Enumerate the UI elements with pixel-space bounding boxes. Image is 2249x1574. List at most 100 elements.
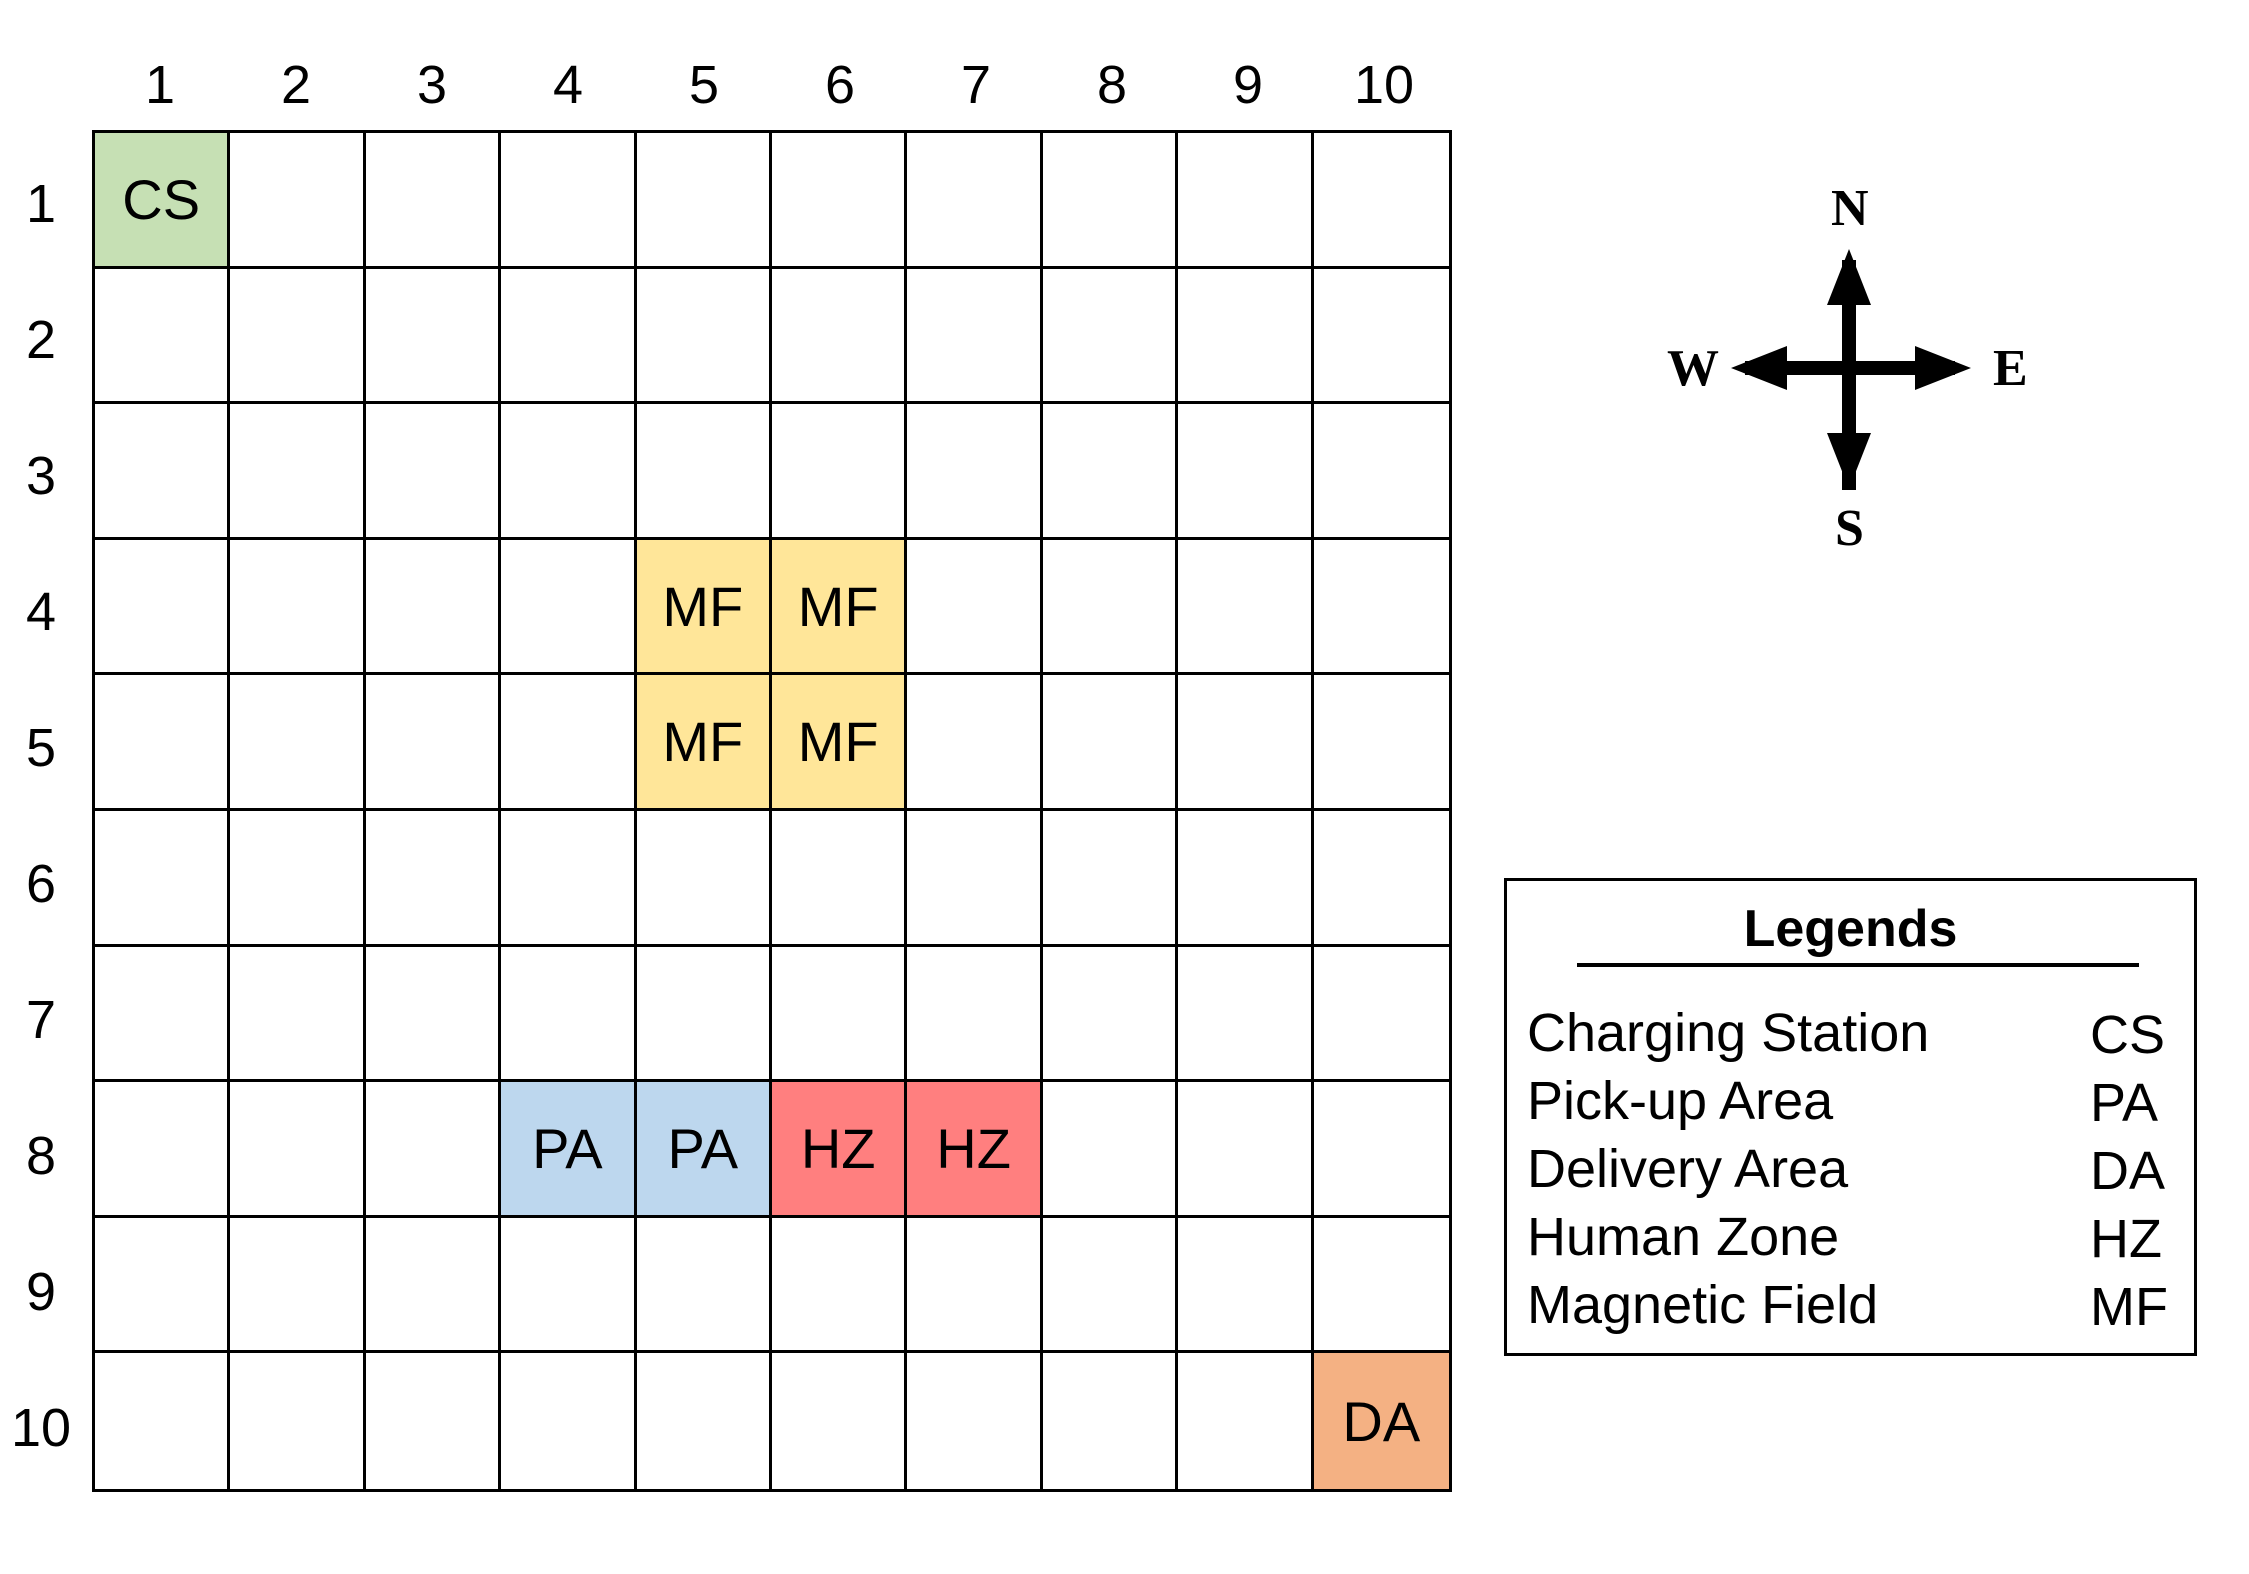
grid-cell bbox=[1042, 946, 1179, 1083]
grid-cell bbox=[907, 675, 1043, 811]
grid-cell bbox=[366, 1353, 502, 1489]
grid-cell bbox=[1313, 1082, 1449, 1218]
column-label: 7 bbox=[960, 55, 992, 115]
column-label: 8 bbox=[1096, 55, 1128, 115]
column-label: 10 bbox=[1353, 55, 1415, 115]
grid-cell bbox=[1042, 133, 1179, 269]
compass-rose: N S W E bbox=[1655, 175, 2045, 565]
grid-cell bbox=[1178, 1217, 1314, 1354]
grid-cell bbox=[95, 1082, 231, 1218]
grid-cell bbox=[365, 133, 502, 269]
grid-cell bbox=[1313, 675, 1449, 811]
row-label: 6 bbox=[25, 854, 57, 914]
grid-cell bbox=[1313, 133, 1449, 269]
row-label: 8 bbox=[25, 1126, 57, 1186]
grid-cell bbox=[95, 1217, 231, 1354]
grid-cell-pa: PA bbox=[636, 1082, 772, 1218]
compass-east-label: E bbox=[1993, 340, 2028, 397]
row-label: 9 bbox=[25, 1262, 57, 1322]
grid-cell bbox=[1178, 133, 1314, 269]
grid-cell bbox=[1313, 269, 1449, 405]
grid-cell bbox=[636, 811, 772, 947]
grid-cell bbox=[95, 268, 231, 405]
legend-item-name: Human Zone bbox=[1527, 1207, 1840, 1267]
grid-cell bbox=[501, 811, 637, 947]
grid-cell bbox=[1313, 811, 1449, 947]
grid-cell bbox=[771, 268, 908, 405]
row-label: 1 bbox=[25, 174, 57, 234]
grid-cell bbox=[636, 268, 772, 405]
legend-item-name: Magnetic Field bbox=[1527, 1275, 1879, 1335]
grid-cell bbox=[907, 268, 1043, 405]
column-label: 6 bbox=[824, 55, 856, 115]
grid-cell bbox=[365, 404, 502, 540]
grid-cell bbox=[771, 1217, 908, 1354]
grid-cell bbox=[1313, 1218, 1449, 1354]
grid-cell bbox=[1178, 1353, 1314, 1489]
grid-cell bbox=[365, 268, 502, 405]
grid-cell bbox=[501, 675, 637, 811]
grid-cell bbox=[501, 946, 637, 1083]
grid-cell bbox=[907, 133, 1043, 269]
grid-cell bbox=[1313, 947, 1449, 1083]
column-label: 4 bbox=[552, 55, 584, 115]
grid-cell bbox=[365, 1217, 502, 1354]
grid-cell bbox=[230, 268, 366, 405]
grid-cell bbox=[1043, 1353, 1179, 1489]
row-label: 10 bbox=[10, 1398, 72, 1458]
grid-cell bbox=[636, 133, 772, 269]
legend-item-code: PA bbox=[2090, 1073, 2159, 1133]
grid-cell bbox=[230, 404, 366, 540]
compass-south-label: S bbox=[1835, 500, 1864, 557]
grid-cell bbox=[1178, 946, 1314, 1083]
grid-cell-mf: MF bbox=[771, 539, 908, 676]
grid-cell bbox=[230, 946, 366, 1083]
grid-cell bbox=[95, 675, 231, 811]
row-label: 7 bbox=[25, 990, 57, 1050]
compass-west-label: W bbox=[1667, 340, 1719, 397]
grid-cell bbox=[1042, 675, 1179, 811]
grid-cell bbox=[1042, 811, 1179, 947]
grid-cell bbox=[636, 404, 772, 540]
grid-cell bbox=[230, 675, 366, 811]
grid-cell bbox=[771, 946, 908, 1083]
grid-cell bbox=[1042, 1217, 1179, 1354]
grid-cell bbox=[1178, 675, 1314, 811]
grid-cell bbox=[771, 133, 908, 269]
grid-cell bbox=[501, 1217, 637, 1354]
grid-cell bbox=[1042, 268, 1179, 405]
legend-item-name: Pick-up Area bbox=[1527, 1071, 1834, 1131]
grid-cell bbox=[230, 539, 366, 676]
legend-item-name: Charging Station bbox=[1527, 1003, 1930, 1063]
grid-cell bbox=[772, 1353, 908, 1489]
column-label: 3 bbox=[416, 55, 448, 115]
grid-cell bbox=[501, 539, 637, 676]
grid-cell bbox=[230, 133, 366, 269]
grid-cell bbox=[230, 1353, 366, 1489]
grid-cell-da: DA bbox=[1313, 1353, 1449, 1489]
grid-cell bbox=[365, 811, 502, 947]
grid-cell bbox=[1178, 1082, 1314, 1218]
column-label: 1 bbox=[144, 55, 176, 115]
grid-cell bbox=[1178, 811, 1314, 947]
grid-cell bbox=[501, 133, 637, 269]
grid-cell bbox=[907, 946, 1043, 1083]
grid-cell bbox=[636, 946, 772, 1083]
grid-cell-hz: HZ bbox=[771, 1082, 908, 1218]
grid-cell bbox=[365, 1082, 502, 1218]
grid-cell bbox=[907, 404, 1043, 540]
compass-arrows-icon bbox=[1731, 249, 1971, 490]
grid-cell bbox=[1042, 539, 1179, 676]
grid-cell bbox=[95, 404, 231, 540]
compass-north-label: N bbox=[1831, 180, 1869, 237]
row-label: 4 bbox=[25, 582, 57, 642]
grid-cell bbox=[1042, 404, 1179, 540]
grid-cell bbox=[501, 404, 637, 540]
grid-cell bbox=[1313, 404, 1449, 540]
grid-cell-mf: MF bbox=[636, 675, 772, 811]
